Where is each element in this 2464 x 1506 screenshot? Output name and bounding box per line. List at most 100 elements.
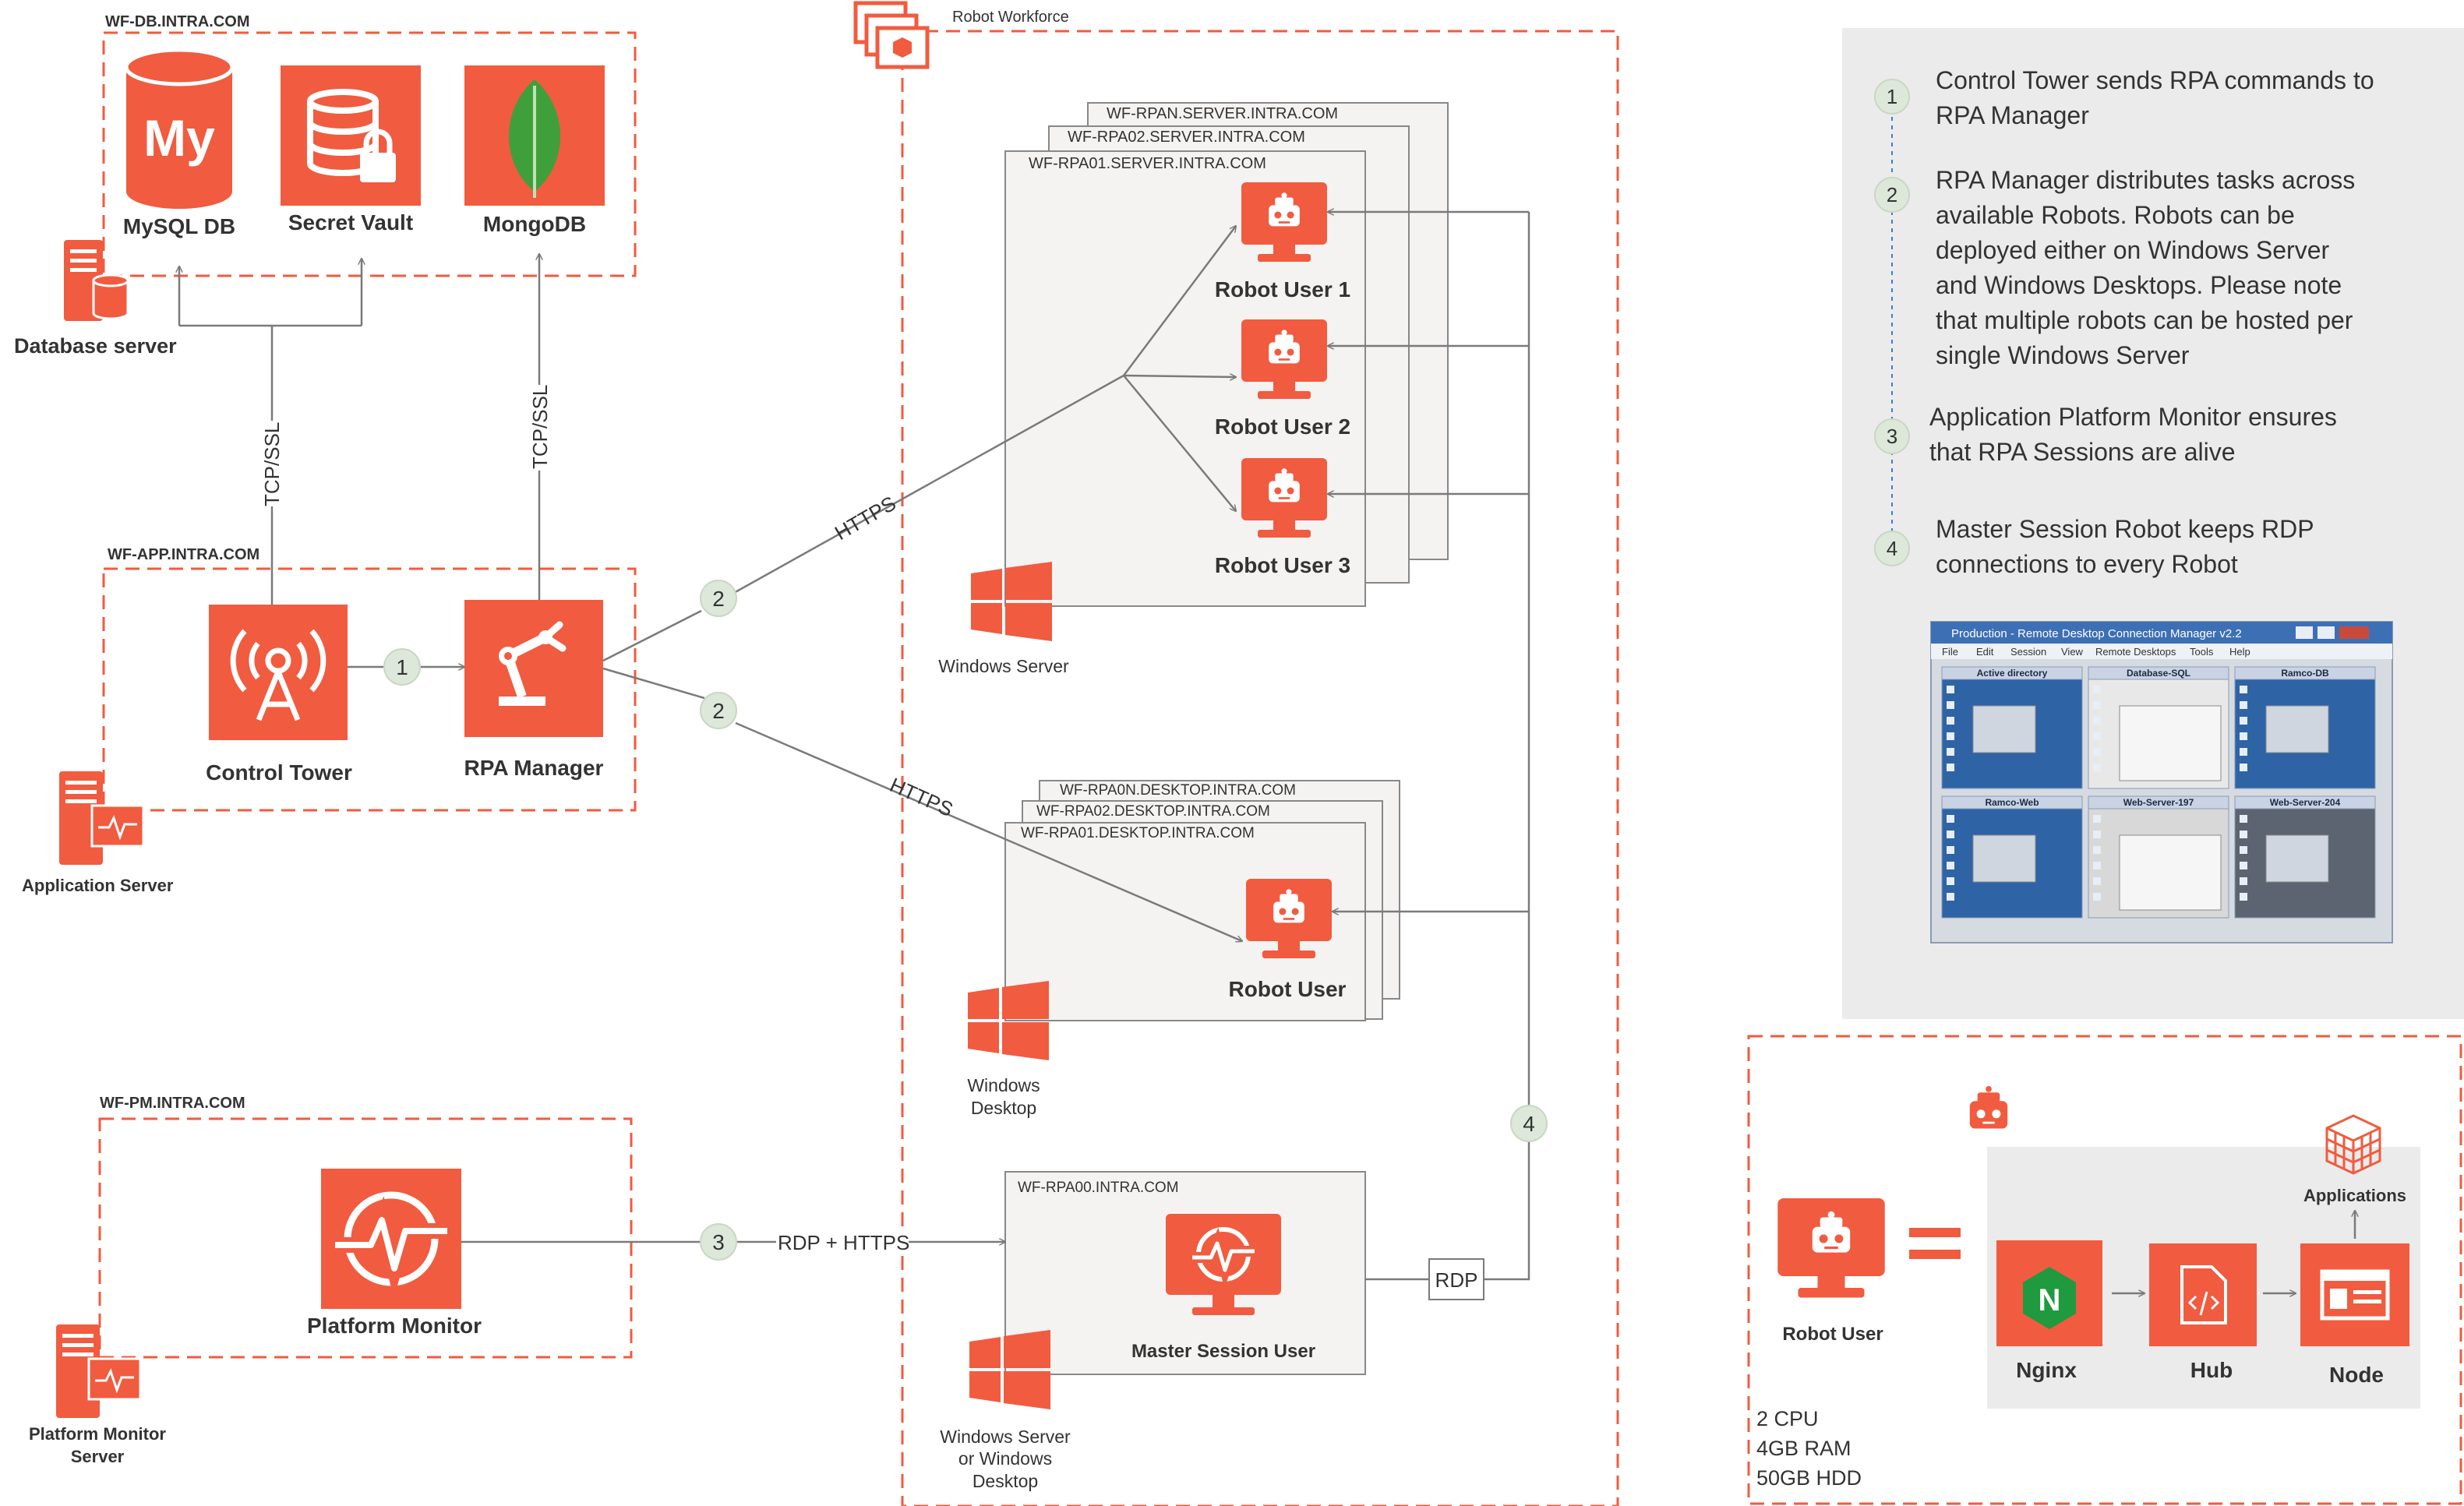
- windows-desktop-label-line2: Desktop: [971, 1098, 1036, 1118]
- edge-to-robot-3: [1123, 375, 1236, 511]
- rdcm-menu-item[interactable]: Edit: [1976, 646, 1994, 658]
- edge-rpa-badge2b: [602, 667, 705, 700]
- workforce-icon: [853, 1, 930, 69]
- robot-user-desktop-label: Robot User: [1229, 977, 1347, 1001]
- application-server-label: Application Server: [22, 876, 174, 895]
- edge-rpa-badge2a: [602, 609, 702, 662]
- step-badge-1: 1: [383, 648, 421, 686]
- legend-step-number: 1: [1887, 85, 1897, 108]
- legend-step-badge: [1874, 531, 1910, 566]
- legend-step-text-line: single Windows Server: [1936, 341, 2190, 369]
- rdcm-menu-item[interactable]: File: [1942, 646, 1958, 658]
- rdcm-tile-label: Active directory: [1977, 668, 2048, 679]
- mysql-icon: My: [124, 48, 235, 209]
- applications-icon: [2325, 1114, 2381, 1175]
- rdcm-tile-label: Ramco-Web: [1985, 797, 2039, 808]
- rdcm-tile[interactable]: Database-SQL: [2088, 666, 2229, 789]
- edge-https-server: [732, 374, 1124, 595]
- legend-step-badge: [1874, 177, 1910, 213]
- robot-user-2-label: Robot User 2: [1215, 414, 1350, 439]
- robot-user-spec-label: Robot User: [1782, 1324, 1883, 1345]
- rdcm-menu-item[interactable]: View: [2061, 646, 2084, 658]
- legend-step-text-line: Control Tower sends RPA commands to: [1936, 66, 2374, 94]
- legend-step-number: 3: [1887, 425, 1897, 448]
- mongodb-icon: [464, 65, 605, 206]
- host-rpa00-label: WF-RPA00.INTRA.COM: [1018, 1180, 1179, 1196]
- rdcm-tile[interactable]: Ramco-DB: [2234, 666, 2376, 789]
- step-badge-1-text: 1: [396, 655, 408, 679]
- legend-step-text-line: that multiple robots can be hosted per: [1936, 306, 2353, 334]
- nginx-logo-text: N: [2039, 1283, 2061, 1317]
- pm-server-label-line1: Platform Monitor: [29, 1424, 166, 1444]
- mysql-label: MySQL DB: [123, 214, 235, 238]
- applications-label: Applications: [2303, 1186, 2406, 1205]
- step-badge-3: 3: [700, 1223, 737, 1261]
- rdp-label: RDP: [1435, 1268, 1478, 1292]
- rdcm-tile[interactable]: Ramco-Web: [1941, 795, 2083, 919]
- legend-step-3: 3 Application Platform Monitor ensures tha…: [1874, 403, 2337, 466]
- legend-step-text-line: deployed either on Windows Server: [1936, 236, 2330, 264]
- db-zone: [102, 31, 637, 277]
- rdcm-menu-item[interactable]: Session: [2010, 646, 2046, 658]
- legend-step-text-line: Master Session Robot keeps RDP: [1936, 515, 2314, 543]
- step-badge-2a-text: 2: [712, 587, 725, 611]
- rdcm-menu-item[interactable]: Remote Desktops: [2095, 646, 2176, 658]
- master-session-icon: [1166, 1214, 1281, 1315]
- spec-hdd: 50GB HDD: [1756, 1466, 1862, 1490]
- edge-rdp-up: [1484, 1142, 1530, 1281]
- hub-icon: [2149, 1243, 2257, 1346]
- app-zone: [102, 567, 637, 812]
- master-session-label: Master Session User: [1131, 1341, 1315, 1362]
- rdcm-menu-item[interactable]: Help: [2229, 646, 2250, 658]
- step-badge-4-text: 4: [1523, 1112, 1535, 1136]
- spec-connectors: [2112, 1211, 2355, 1293]
- edge-https-desktop: [735, 721, 1242, 941]
- db-zone-label: WF-DB.INTRA.COM: [105, 13, 250, 30]
- host-desk-01-label: WF-RPA01.DESKTOP.INTRA.COM: [1021, 825, 1255, 841]
- legend-step-text-line: that RPA Sessions are alive: [1929, 438, 2236, 466]
- node-label: Node: [2329, 1363, 2384, 1387]
- https-label-2: HTTPS: [887, 773, 957, 821]
- equals-sign-bottom: [1909, 1250, 1961, 1259]
- rdcm-title: Production - Remote Desktop Connection M…: [1951, 627, 2242, 640]
- nginx-label: Nginx: [2016, 1358, 2077, 1382]
- control-tower-icon: [209, 605, 348, 740]
- rdcm-menu: File Edit Session View Remote Desktops Tools H…: [1942, 646, 2250, 658]
- legend-step-text-line: connections to every Robot: [1936, 550, 2238, 578]
- rdcm-tile[interactable]: Active directory: [1941, 666, 2083, 789]
- windows-either-label-line3: Desktop: [973, 1471, 1038, 1491]
- pm-zone: [98, 1117, 633, 1359]
- windows-desktop-label-line1: Windows: [967, 1075, 1040, 1095]
- legend-step-number: 2: [1887, 183, 1897, 206]
- pm-zone-label: WF-PM.INTRA.COM: [100, 1095, 245, 1112]
- tcp-ssl-label-1: TCP/SSL: [260, 422, 284, 506]
- app-zone-label: WF-APP.INTRA.COM: [108, 546, 259, 563]
- rdp-box: [1428, 1258, 1484, 1300]
- rdp-https-label: RDP + HTTPS: [778, 1231, 909, 1254]
- control-tower-label: Control Tower: [206, 760, 352, 785]
- nginx-icon: N: [1996, 1240, 2102, 1346]
- robot-user-spec-icon: [1777, 1198, 1885, 1298]
- mysql-logo-text: My: [143, 109, 215, 167]
- robot-spec-badge-icon: [1969, 1086, 2008, 1129]
- rdcm-tile-label: Web-Server-204: [2270, 797, 2341, 808]
- rdcm-tile[interactable]: Web-Server-197: [2088, 795, 2229, 919]
- legend-step-text-line: RPA Manager distributes tasks across: [1936, 166, 2355, 194]
- host-desk-n-label: WF-RPA0N.DESKTOP.INTRA.COM: [1060, 782, 1296, 799]
- legend-step-badge: [1874, 418, 1910, 454]
- secret-vault-icon: [281, 65, 421, 206]
- pm-server-label-line2: Server: [71, 1447, 125, 1466]
- rdcm-menu-item[interactable]: Tools: [2190, 646, 2214, 658]
- secret-vault-label: Secret Vault: [288, 210, 413, 235]
- rdcm-tile[interactable]: Web-Server-204: [2234, 795, 2376, 919]
- step-badge-4: 4: [1510, 1105, 1548, 1142]
- robot-user-1-label: Robot User 1: [1215, 277, 1350, 302]
- spec-cpu: 2 CPU: [1756, 1407, 1819, 1430]
- legend-step-text-line: Application Platform Monitor ensures: [1929, 403, 2337, 431]
- application-server-icon: [59, 771, 145, 865]
